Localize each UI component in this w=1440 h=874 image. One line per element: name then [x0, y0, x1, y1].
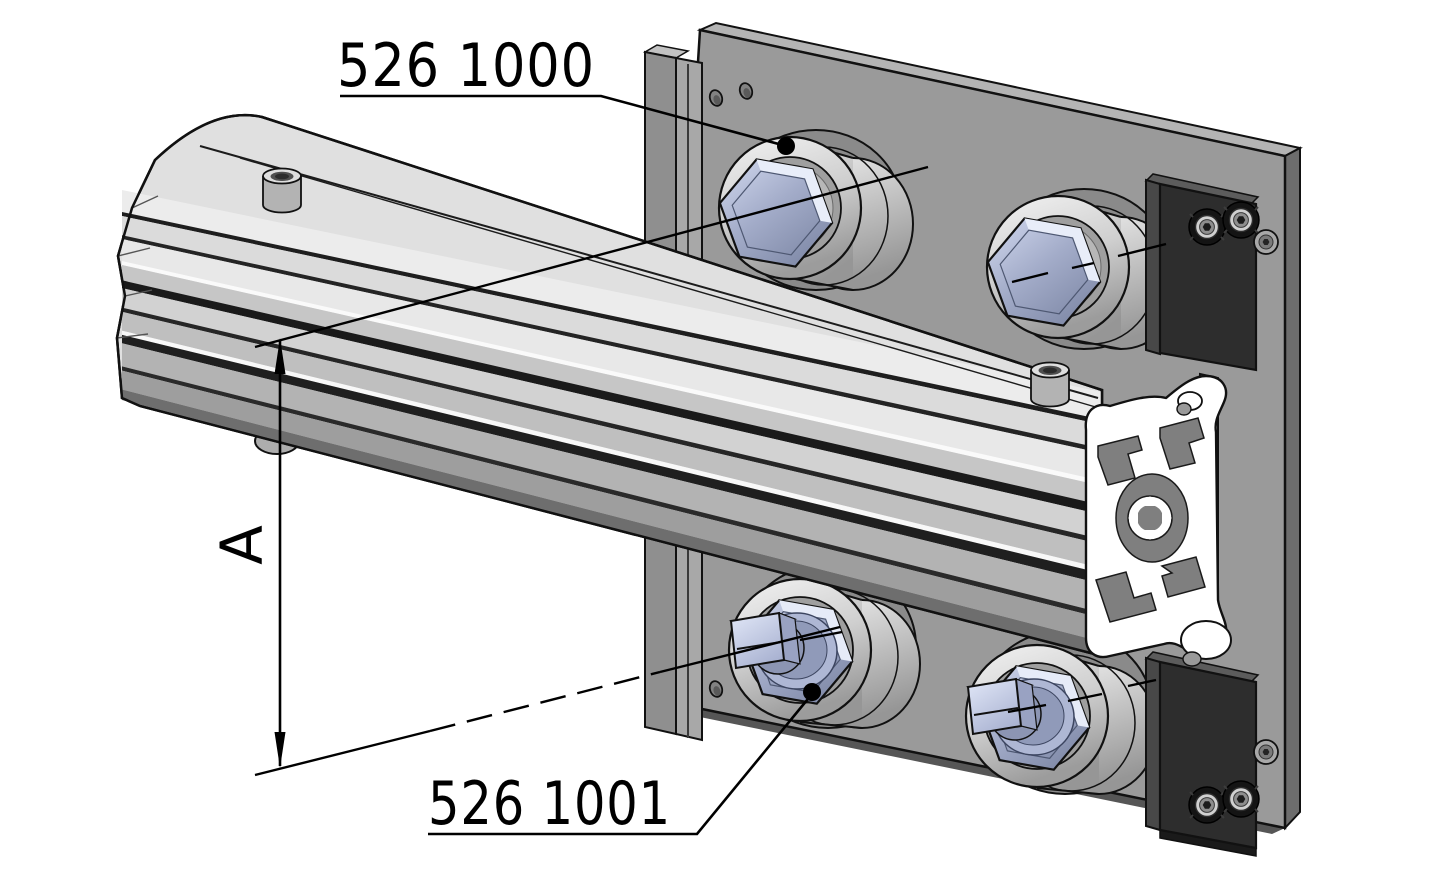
bracket-pin-bottom [1180, 620, 1232, 667]
rail-end-facet-lines [116, 195, 159, 339]
part-number-top: 526 1000 [337, 31, 595, 101]
arrowhead-down [274, 732, 286, 768]
dimension-letter: A [208, 525, 276, 565]
rail-outline-redraw [115, 113, 1104, 658]
guide-rail-extrusion [115, 113, 1104, 658]
cross-section-center-bore [1127, 495, 1173, 541]
arrowhead-up [274, 338, 286, 374]
plate-right-face [1284, 146, 1301, 831]
extrusion-cross-section [1084, 372, 1228, 659]
annotations: 526 1000 526 1001 A [208, 31, 1167, 839]
callout-526-1001: 526 1001 [428, 683, 821, 839]
callout-526-1000: 526 1000 [337, 31, 795, 155]
part-number-bottom: 526 1001 [428, 769, 671, 839]
plate-bottom-face [646, 700, 1285, 834]
leader-dot-bottom [803, 683, 821, 701]
rail-mounting-screw-left [262, 167, 302, 214]
roller-centerlines [799, 242, 1167, 714]
clamp-top-screw-left [1188, 208, 1226, 246]
clamp-block-top [1144, 173, 1279, 372]
clamp-bottom-screw-right [1222, 780, 1260, 818]
clamp-top-screw-right [1222, 201, 1260, 239]
dimension-a: A [208, 165, 929, 777]
plate-screw-bottom [1253, 739, 1279, 765]
clamp-block-bottom [1144, 651, 1279, 857]
clamp-bottom-screw-left [1188, 786, 1226, 824]
bracket-pin-top-core [1176, 402, 1192, 416]
plate-screw-top [1253, 229, 1279, 255]
rail-top-surface-grooves [199, 145, 1100, 409]
leader-dot-top [777, 137, 795, 155]
rail-mounting-screw-right [1030, 361, 1070, 408]
